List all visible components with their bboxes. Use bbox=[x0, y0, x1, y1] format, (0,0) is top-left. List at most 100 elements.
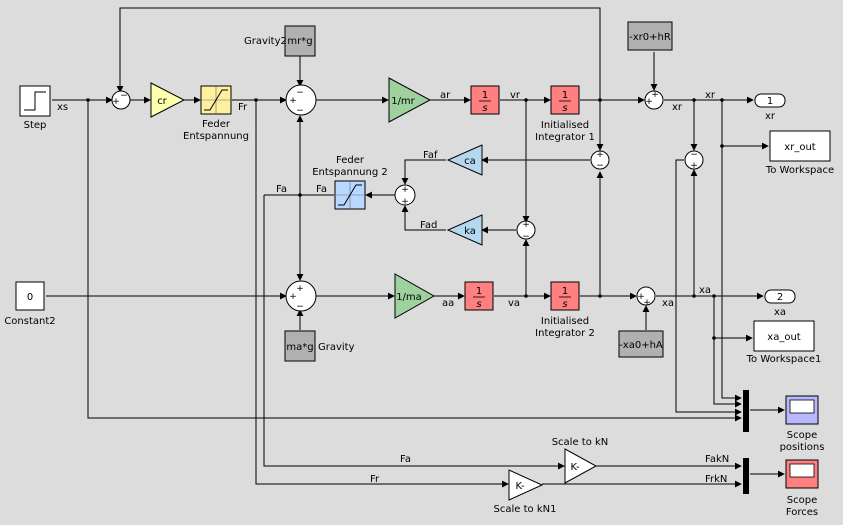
gain-ka-text: ka bbox=[464, 226, 476, 237]
sum-velocity-diff-block[interactable]: + − bbox=[590, 150, 610, 171]
svg-text:Forces: Forces bbox=[786, 507, 818, 518]
feder-entspannung-block[interactable]: Feder Entspannung bbox=[183, 85, 249, 142]
initialised-integrator-2-block[interactable]: 1 s Initialised Integrator 2 bbox=[535, 281, 595, 339]
signal-xa-b: xa bbox=[699, 285, 711, 296]
constant2-block[interactable]: 0 Constant2 bbox=[4, 281, 56, 327]
signal-aa: aa bbox=[442, 298, 454, 309]
integrator-ar-block[interactable]: 1 s bbox=[470, 85, 500, 115]
wires bbox=[46, 7, 785, 488]
scope-positions-block[interactable]: Scope positions bbox=[780, 395, 825, 453]
scope-forces-block[interactable]: Scope Forces bbox=[785, 459, 819, 518]
svg-text:+: + bbox=[637, 292, 645, 302]
svg-text:s: s bbox=[562, 103, 567, 114]
mux-positions-block[interactable] bbox=[743, 390, 749, 432]
gain-ka-block[interactable]: ka bbox=[446, 214, 483, 246]
sum-feder2-block[interactable]: + + bbox=[394, 184, 416, 207]
feder-label2: Entspannung bbox=[183, 131, 249, 142]
sum-xa-block[interactable]: + + bbox=[636, 286, 656, 308]
svg-text:−: − bbox=[296, 302, 304, 312]
svg-text:Feder: Feder bbox=[336, 155, 365, 166]
svg-text:−: − bbox=[596, 161, 604, 171]
feder-label1: Feder bbox=[202, 119, 231, 130]
sum-xr-block[interactable]: + + bbox=[644, 90, 664, 110]
constant2-value: 0 bbox=[27, 292, 33, 303]
signal-fakn: FakN bbox=[705, 454, 729, 465]
gravity-block[interactable]: ma*g Gravity bbox=[284, 330, 355, 362]
step-label: Step bbox=[24, 120, 47, 131]
svg-text:1: 1 bbox=[482, 90, 488, 101]
feder-entspannung-2-block[interactable]: Feder Entspannung 2 bbox=[312, 155, 388, 210]
svg-text:s: s bbox=[562, 299, 567, 310]
xa-offset-text: -xa0+hA bbox=[619, 340, 663, 351]
to-workspace-xa-block[interactable]: xa_out To Workspace1 bbox=[746, 320, 822, 365]
scale-to-kn-block[interactable]: K- Scale to kN bbox=[552, 437, 609, 484]
gain-1ma-text: 1/ma bbox=[396, 292, 422, 303]
gain-cr-text: cr bbox=[157, 96, 167, 107]
signal-fad: Fad bbox=[420, 220, 437, 231]
xr-offset-text: -xr0+hR bbox=[629, 32, 671, 43]
signal-xa-a: xa bbox=[662, 298, 674, 309]
svg-text:−: − bbox=[120, 91, 128, 101]
svg-text:1: 1 bbox=[767, 96, 773, 107]
sum-force-a-block[interactable]: + + − bbox=[285, 280, 317, 312]
sum-ka-block[interactable]: + − bbox=[516, 220, 536, 242]
svg-text:Initialised: Initialised bbox=[541, 316, 589, 327]
initialised-integrator-1-block[interactable]: 1 s Initialised Integrator 1 bbox=[535, 85, 595, 143]
svg-text:+: + bbox=[112, 97, 120, 107]
step-block[interactable]: Step bbox=[19, 85, 51, 131]
signal-fr-bottom: Fr bbox=[370, 474, 380, 485]
xa-offset-block[interactable]: -xa0+hA bbox=[618, 330, 664, 358]
signal-xr-a: xr bbox=[672, 102, 683, 113]
svg-text:+: + bbox=[296, 284, 304, 294]
junction-dots bbox=[86, 98, 724, 340]
signal-xr-b: xr bbox=[705, 90, 716, 101]
gain-1ma-block[interactable]: 1/ma bbox=[394, 273, 436, 319]
svg-text:−: − bbox=[522, 232, 530, 242]
integrator-aa-block[interactable]: 1 s bbox=[464, 281, 494, 311]
svg-text:+: + bbox=[289, 292, 297, 302]
gain-cr-block[interactable]: cr bbox=[150, 82, 186, 118]
svg-text:Initialised: Initialised bbox=[541, 120, 589, 131]
mux-forces-block[interactable] bbox=[743, 458, 749, 494]
svg-text:Scope: Scope bbox=[787, 430, 817, 441]
svg-text:1: 1 bbox=[562, 90, 568, 101]
gravity2-block[interactable]: mr*g Gravity2 bbox=[244, 25, 316, 57]
svg-text:+: + bbox=[645, 97, 653, 107]
gravity2-label: Gravity2 bbox=[244, 36, 287, 47]
svg-text:To Workspace: To Workspace bbox=[765, 165, 834, 176]
svg-text:−: − bbox=[296, 106, 304, 116]
gain-ca-block[interactable]: ca bbox=[446, 144, 483, 176]
svg-text:+: + bbox=[690, 161, 698, 171]
signal-fa-left: Fa bbox=[276, 184, 287, 195]
outport-xr-block[interactable]: 1 xr bbox=[754, 93, 786, 122]
to-workspace-xr-block[interactable]: xr_out To Workspace bbox=[765, 130, 834, 176]
svg-text:positions: positions bbox=[780, 442, 825, 453]
svg-text:Integrator 1: Integrator 1 bbox=[535, 132, 595, 143]
outport-xa-block[interactable]: 2 xa bbox=[764, 289, 796, 318]
gravity-label: Gravity bbox=[318, 342, 355, 353]
svg-text:K-: K- bbox=[515, 481, 525, 492]
signal-va: va bbox=[508, 298, 520, 309]
sum-xs-block[interactable]: + − bbox=[111, 90, 131, 110]
svg-text:+: + bbox=[522, 220, 530, 230]
svg-text:To Workspace1: To Workspace1 bbox=[746, 354, 822, 365]
svg-text:xr_out: xr_out bbox=[784, 142, 815, 153]
sum-force-r-block[interactable]: + − − bbox=[285, 84, 317, 116]
gain-1mr-block[interactable]: 1/mr bbox=[388, 77, 432, 123]
svg-text:s: s bbox=[482, 103, 487, 114]
svg-text:+: + bbox=[401, 185, 409, 195]
svg-text:K-: K- bbox=[570, 462, 580, 473]
signal-fa-mid: Fa bbox=[316, 184, 327, 195]
signal-labels: xs Fr ar vr xr xr Faf Fad Fa Fa aa va xa… bbox=[57, 90, 729, 485]
svg-text:+: + bbox=[289, 96, 297, 106]
svg-text:Integrator 2: Integrator 2 bbox=[535, 328, 595, 339]
sum-diff-block[interactable]: − + bbox=[684, 150, 704, 171]
signal-ar: ar bbox=[440, 90, 451, 101]
signal-fr: Fr bbox=[238, 102, 248, 113]
scale-to-kn1-block[interactable]: K- Scale to kN1 bbox=[494, 469, 557, 515]
svg-text:+: + bbox=[651, 90, 659, 100]
xr-offset-block[interactable]: -xr0+hR bbox=[627, 21, 673, 51]
svg-text:xr: xr bbox=[765, 111, 776, 122]
svg-text:+: + bbox=[643, 298, 651, 308]
